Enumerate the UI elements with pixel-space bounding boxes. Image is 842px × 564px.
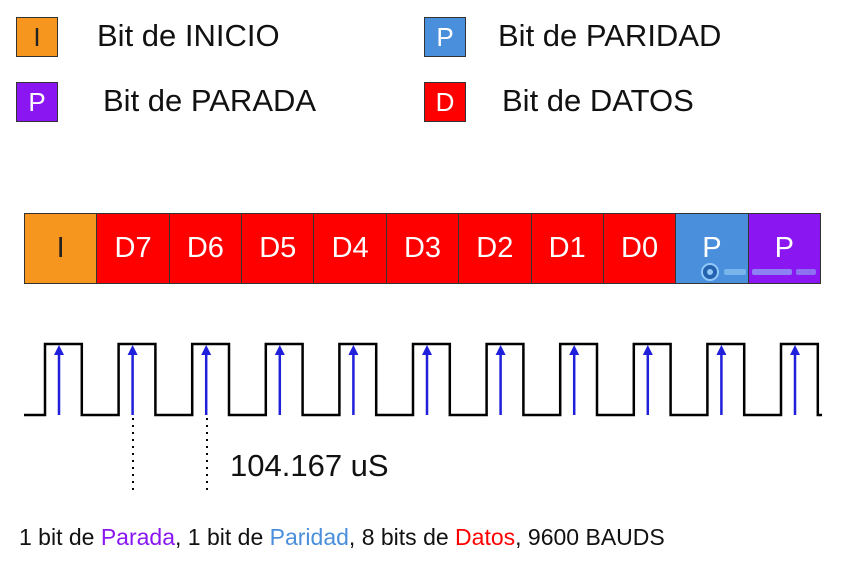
caption-data-word: Datos [455, 524, 516, 550]
legend-start-swatch: I [16, 17, 58, 57]
legend-stop-label: Bit de PARADA [103, 83, 317, 118]
uart-frame: I D7 D6 D5 D4 D3 D2 D1 D0 P P [24, 213, 821, 284]
frame-cell-d1: D1 [531, 214, 604, 283]
frame-cell-d4: D4 [314, 214, 387, 283]
clock-waveform [24, 342, 822, 495]
frame-cell-d5: D5 [242, 214, 315, 283]
legend-parity-swatch: P [424, 17, 466, 57]
caption-part-3: , 8 bits de [348, 524, 456, 550]
frame-cell-d3: D3 [386, 214, 460, 283]
frame-cell-start: I [25, 214, 98, 283]
caption-part-1: 1 bit de [19, 524, 101, 550]
clock-square-wave [24, 342, 822, 417]
legend-parity-label: Bit de PARIDAD [498, 18, 722, 53]
legend-data-label: Bit de DATOS [502, 83, 694, 118]
frame-cell-d0: D0 [603, 214, 677, 283]
legend-stop-swatch: P [16, 82, 58, 122]
caption-part-4: , 9600 BAUDS [515, 524, 665, 550]
frame-cell-d6: D6 [169, 214, 243, 283]
legend-start-label: Bit de INICIO [97, 18, 280, 53]
caption-parity-word: Paridad [269, 524, 349, 550]
watermark-graphic [701, 263, 816, 281]
frame-cell-d2: D2 [459, 214, 532, 283]
watermark-logo [700, 262, 820, 282]
caption-stop-word: Parada [100, 524, 176, 550]
legend-data-swatch: D [424, 82, 466, 122]
clock-edge-arrows [54, 345, 800, 415]
bit-period-label: 104.167 uS [230, 448, 389, 483]
caption-part-2: , 1 bit de [175, 524, 270, 550]
frame-cell-d7: D7 [97, 214, 170, 283]
frame-caption: 1 bit de Parada, 1 bit de Paridad, 8 bit… [19, 523, 665, 551]
